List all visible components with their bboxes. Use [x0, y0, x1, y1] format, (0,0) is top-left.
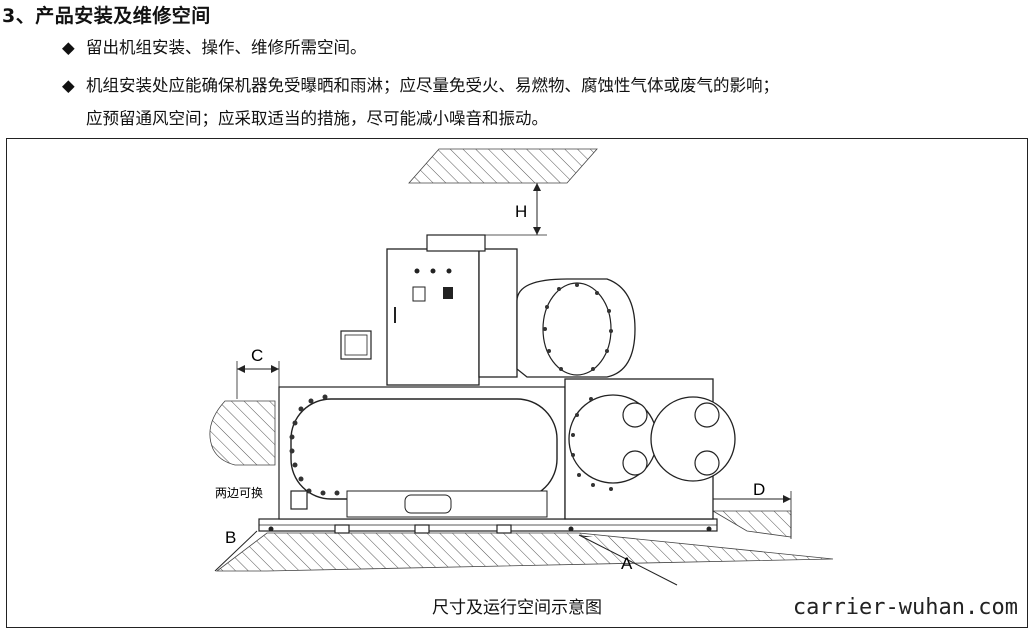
interchangeable-sides-note: 两边可换: [215, 486, 263, 500]
diamond-bullet-icon: ◆: [62, 38, 75, 57]
chiller-diagram: H C B A D 两边可换: [209, 148, 834, 586]
section-heading: 3、产品安装及维修空间: [2, 5, 211, 27]
dimension-label-d: D: [753, 480, 765, 499]
bullet-text-2: 机组安装处应能确保机器免受曝晒和雨淋；应尽量免受火、易燃物、腐蚀性气体或废气的影…: [86, 76, 779, 95]
floor-clearance-hatch: [215, 532, 834, 572]
dimension-label-b: B: [225, 528, 236, 547]
top-clearance-hatch: [408, 148, 598, 184]
dimension-label-a: A: [621, 554, 633, 573]
figure-caption: 尺寸及运行空间示意图: [432, 598, 602, 618]
installation-space-figure: H C B A D 两边可换 尺寸及运行空间示意图 carrier-wuhan.…: [6, 138, 1028, 628]
dimension-label-c: C: [251, 346, 263, 365]
left-clearance-hatch: [209, 400, 276, 466]
bullet-item-2-continuation: 应预留通风空间；应采取适当的措施，尽可能减小噪音和振动。: [86, 109, 548, 128]
dimension-label-h: H: [515, 202, 527, 221]
bullet-text-1: 留出机组安装、操作、维修所需空间。: [86, 38, 367, 57]
right-clearance-hatch: [711, 510, 792, 538]
bullet-item-2: ◆ 机组安装处应能确保机器免受曝晒和雨淋；应尽量免受火、易燃物、腐蚀性气体或废气的…: [62, 76, 779, 96]
watermark: carrier-wuhan.com: [789, 595, 1021, 620]
diamond-bullet-icon: ◆: [62, 76, 75, 95]
bullet-item-1: ◆ 留出机组安装、操作、维修所需空间。: [62, 38, 367, 58]
